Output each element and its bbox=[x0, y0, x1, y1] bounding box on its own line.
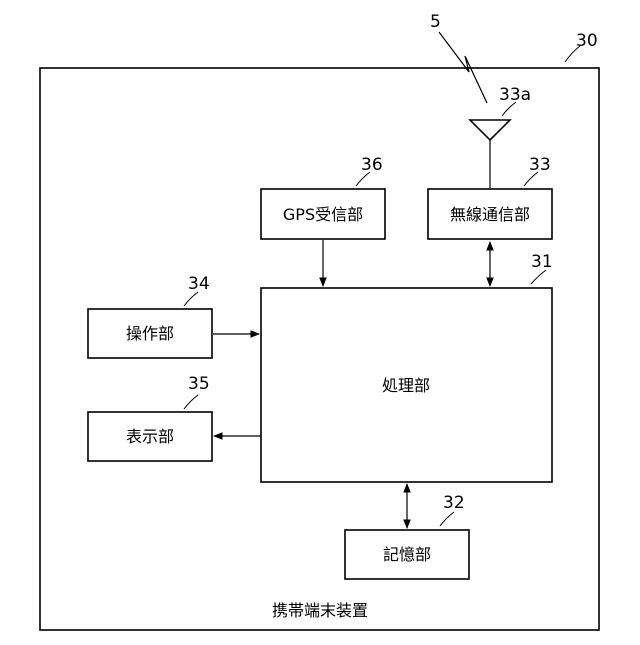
signal-ref: 5 bbox=[430, 12, 441, 32]
processing-ref: 31 bbox=[531, 252, 553, 272]
storage-unit-label: 記憶部 bbox=[383, 545, 431, 564]
display-unit-label: 表示部 bbox=[126, 427, 174, 446]
operation-unit-label: 操作部 bbox=[126, 324, 174, 343]
display-ref: 35 bbox=[188, 374, 210, 394]
gps-receiver-label: GPS受信部 bbox=[283, 205, 363, 224]
device-ref: 30 bbox=[576, 31, 598, 51]
wireless-ref: 33 bbox=[529, 155, 551, 175]
storage-ref: 32 bbox=[443, 493, 465, 513]
antenna-ref: 33a bbox=[499, 85, 531, 105]
operation-ref: 34 bbox=[188, 274, 210, 294]
processing-unit-label: 処理部 bbox=[382, 376, 430, 395]
wireless-comm-label: 無線通信部 bbox=[450, 205, 530, 224]
device-caption: 携帯端末装置 bbox=[272, 601, 368, 620]
gps-ref: 36 bbox=[361, 155, 383, 175]
